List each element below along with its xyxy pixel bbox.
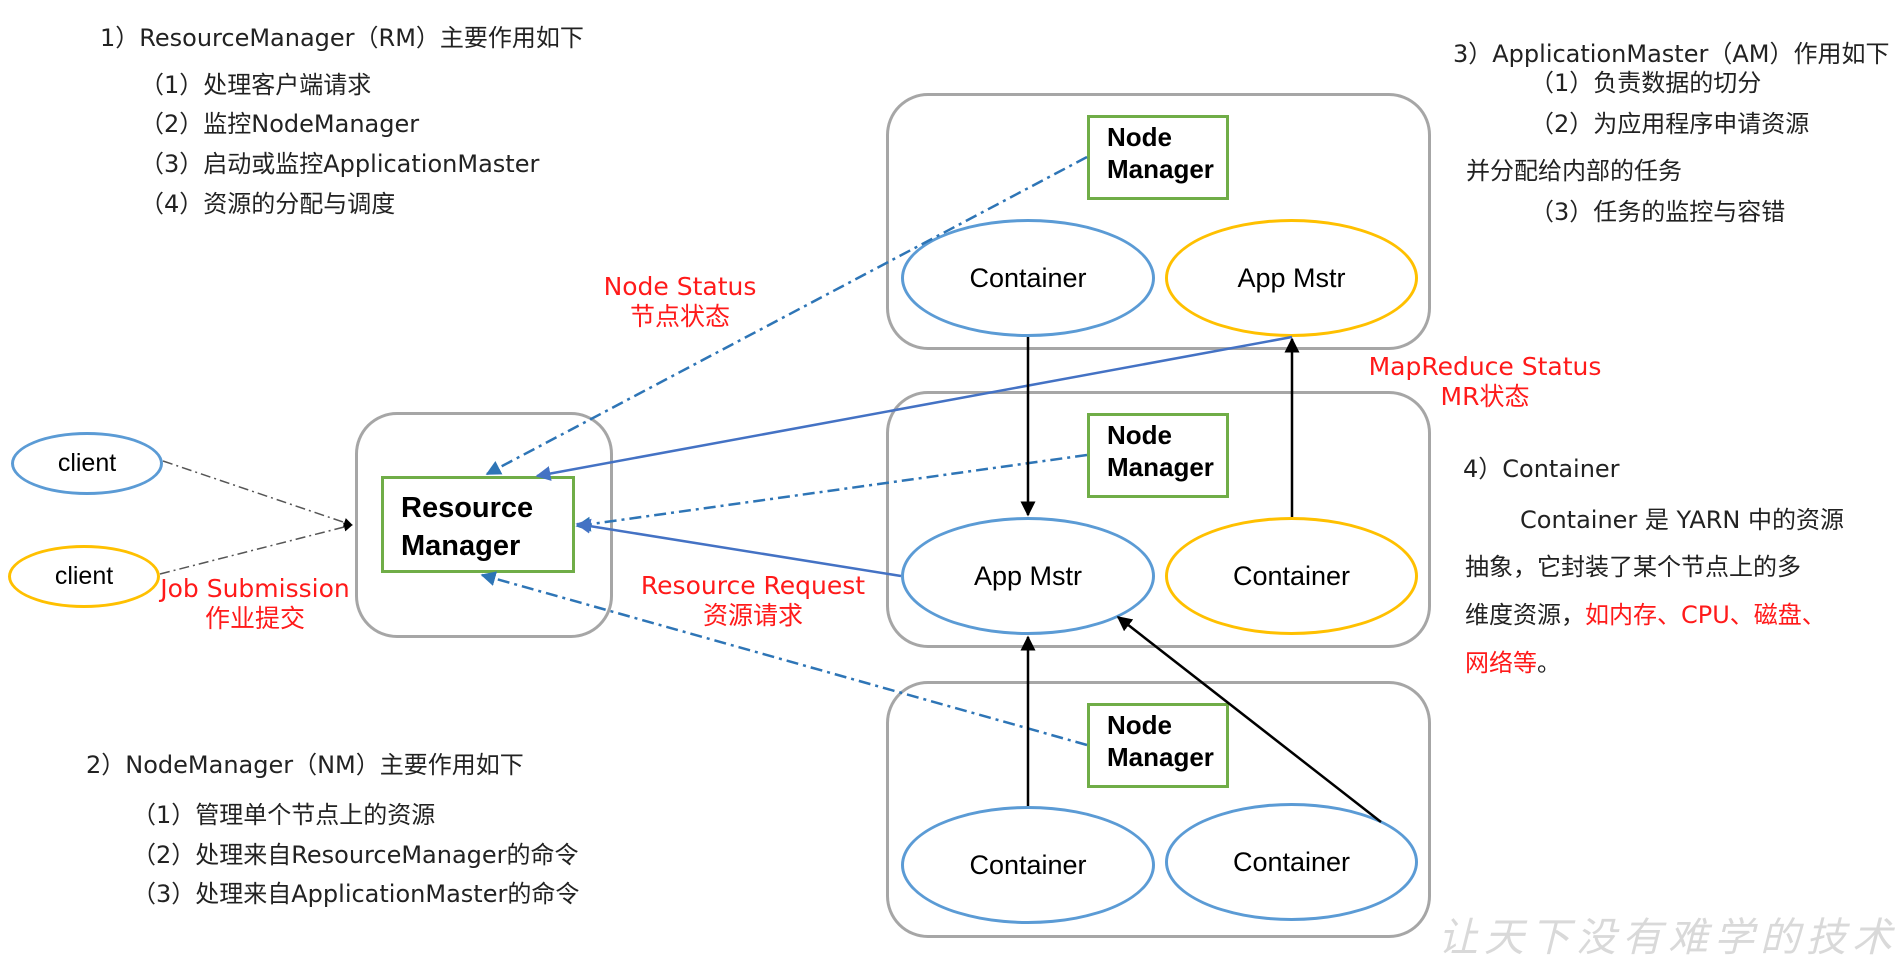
client-1: client xyxy=(11,432,163,495)
am-item-2: （2）为应用程序申请资源 xyxy=(1530,110,1810,138)
nm-label-line-2: Manager xyxy=(1107,741,1214,772)
nm-item-2: （2）处理来自ResourceManager的命令 xyxy=(132,841,579,869)
am-section-title: 3）ApplicationMaster（AM）作用如下 xyxy=(1453,40,1890,68)
resource-request-label-en: Resource Request xyxy=(640,571,866,600)
node-frame-top xyxy=(886,93,1431,350)
node-manager-box-middle: Node Manager xyxy=(1087,413,1229,498)
node-manager-box-top: Node Manager xyxy=(1087,115,1229,200)
container-desc-line-4-suffix: 。 xyxy=(1537,649,1561,677)
nm-label-line-1: Node xyxy=(1107,122,1172,152)
container-middle-right: Container xyxy=(1165,517,1418,635)
container-desc-line-4: 网络等。 xyxy=(1465,649,1561,678)
rm-item-1: （1）处理客户端请求 xyxy=(140,71,372,99)
container-desc-line-3-highlight: 如内存、CPU、磁盘、 xyxy=(1585,601,1826,629)
arrow-am-middle-to-rm xyxy=(575,518,902,578)
node-status-label-zh: 节点状态 xyxy=(629,302,730,331)
container-desc-line-2: 抽象，它封装了某个节点上的多 xyxy=(1465,553,1801,581)
arrow-nm-bottom-to-rm xyxy=(480,571,1088,747)
nm-label-line-1: Node xyxy=(1107,420,1172,450)
nm-label-line-2: Manager xyxy=(1107,451,1214,482)
nm-label-line-1: Node xyxy=(1107,710,1172,740)
container-desc-line-3: 维度资源，如内存、CPU、磁盘、 xyxy=(1465,601,1826,630)
container-desc-line-1: Container 是 YARN 中的资源 xyxy=(1520,506,1845,534)
nm-label-line-2: Manager xyxy=(1107,153,1214,184)
mapreduce-status-label-zh: MR状态 xyxy=(1440,382,1530,411)
arrow-container-bottom-right-to-am-middle xyxy=(1116,616,1382,823)
watermark-text: 让天下没有难学的技术 xyxy=(1438,915,1897,961)
client-2: client xyxy=(8,545,160,608)
rm-box-label-line-1: Resource xyxy=(401,492,534,524)
nm-section-title: 2）NodeManager（NM）主要作用如下 xyxy=(86,751,524,779)
rm-box-label-line-2: Manager xyxy=(401,530,521,562)
arrow-am-top-to-rm xyxy=(535,335,1293,481)
am-item-1: （1）负责数据的切分 xyxy=(1530,69,1762,97)
container-top-left: Container xyxy=(901,219,1155,337)
rm-section-title: 1）ResourceManager（RM）主要作用如下 xyxy=(100,24,584,52)
arrow-client2-to-rm xyxy=(159,522,353,575)
rm-item-3: （3）启动或监控ApplicationMaster xyxy=(140,150,540,178)
arrow-client1-to-rm xyxy=(162,460,353,527)
job-submission-label: Job Submission 作业提交 xyxy=(155,574,355,634)
resource-request-label-zh: 资源请求 xyxy=(702,601,803,630)
mapreduce-status-label-en: MapReduce Status xyxy=(1368,352,1602,381)
job-submission-label-zh: 作业提交 xyxy=(204,604,305,633)
container-bottom-right: Container xyxy=(1165,803,1418,921)
arrow-nm-top-to-rm xyxy=(485,155,1088,476)
app-master-top-right: App Mstr xyxy=(1165,219,1418,337)
am-item-3: （3）任务的监控与容错 xyxy=(1530,198,1786,226)
nm-item-1: （1）管理单个节点上的资源 xyxy=(132,801,436,829)
container-desc-line-3-prefix: 维度资源， xyxy=(1465,601,1585,629)
rm-frame xyxy=(355,412,613,638)
node-frame-middle xyxy=(886,391,1431,648)
job-submission-label-en: Job Submission xyxy=(160,574,350,603)
nm-item-3: （3）处理来自ApplicationMaster的命令 xyxy=(132,880,580,908)
container-bottom-left: Container xyxy=(901,806,1155,924)
rm-item-2: （2）监控NodeManager xyxy=(140,110,420,138)
node-manager-box-bottom: Node Manager xyxy=(1087,703,1229,788)
container-desc-line-4-highlight: 网络等 xyxy=(1465,649,1537,677)
container-section-title: 4）Container xyxy=(1463,455,1620,483)
rm-item-4: （4）资源的分配与调度 xyxy=(140,190,396,218)
node-status-label: Node Status 节点状态 xyxy=(590,272,770,332)
node-status-label-en: Node Status xyxy=(603,272,757,301)
node-frame-bottom xyxy=(886,681,1431,938)
mapreduce-status-label: MapReduce Status MR状态 xyxy=(1365,352,1605,412)
app-master-middle-left: App Mstr xyxy=(901,517,1155,635)
am-item-2-continued: 并分配给内部的任务 xyxy=(1466,157,1682,185)
arrow-nm-middle-to-rm xyxy=(575,453,1088,532)
resource-manager-box: Resource Manager xyxy=(381,476,575,573)
resource-request-label: Resource Request 资源请求 xyxy=(635,571,871,631)
